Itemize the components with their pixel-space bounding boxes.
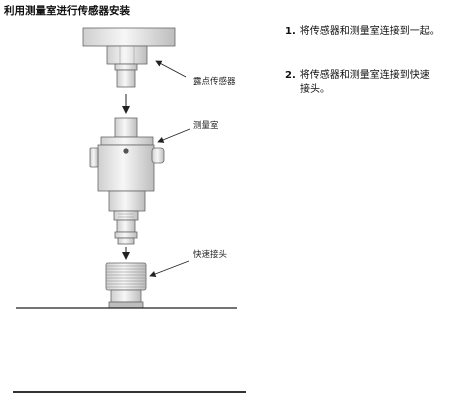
quick-connector-callout: 快速接头 xyxy=(193,249,228,260)
step-1: 1.将传感器和测量室连接到一起。 xyxy=(285,25,440,39)
step-2: 2.将传感器和测量室连接到快速 接头。 xyxy=(285,69,430,97)
measurement-chamber xyxy=(89,117,165,245)
page-title: 利用测量室进行传感器安装 xyxy=(4,5,130,17)
step-2-number: 2. xyxy=(285,70,296,81)
step-2-text: 将传感器和测量室连接到快速 xyxy=(299,70,430,81)
measurement-chamber-callout: 测量室 xyxy=(193,120,219,131)
footer-rule xyxy=(13,391,246,393)
quick-connector-leader xyxy=(149,260,190,277)
measurement-chamber-leader xyxy=(157,128,191,143)
step-1-text: 将传感器和测量室连接到一起。 xyxy=(299,26,440,37)
step-1-number: 1. xyxy=(285,26,296,37)
step-2-continuation: 接头。 xyxy=(300,84,330,95)
dewpoint-sensor xyxy=(82,27,176,88)
dewpoint-sensor-callout: 露点传感器 xyxy=(193,76,236,87)
dewpoint-sensor-leader xyxy=(155,60,187,78)
quick-connector xyxy=(105,262,147,309)
